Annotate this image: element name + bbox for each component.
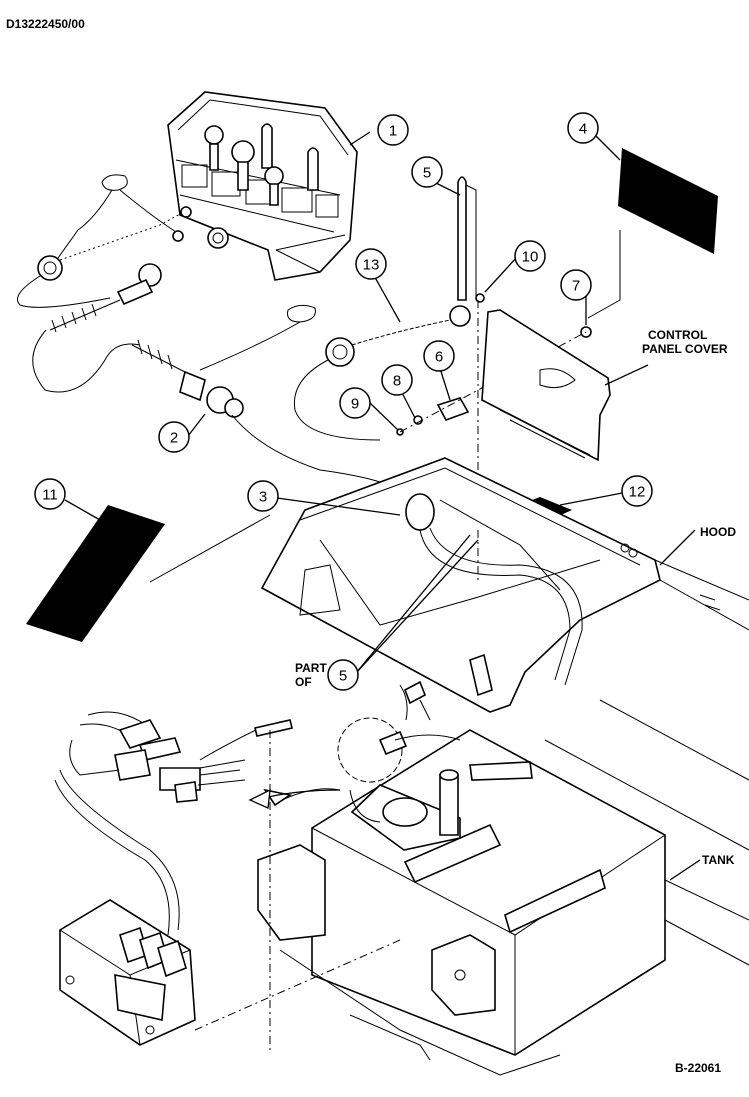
callout-13: 13 — [355, 248, 387, 280]
svg-text:5: 5 — [423, 165, 431, 182]
rod-5 — [457, 176, 477, 301]
svg-text:1: 1 — [389, 123, 397, 140]
label-part: PART — [295, 661, 327, 675]
decal-11 — [26, 505, 165, 642]
doc-code: D13222450/00 — [6, 17, 85, 31]
svg-text:6: 6 — [435, 349, 443, 366]
control-panel-cover — [481, 309, 611, 462]
callout-3: 3 — [247, 480, 279, 512]
wiring-harness — [54, 711, 341, 936]
callout-5a: 5 — [411, 156, 443, 188]
label-of: OF — [295, 675, 312, 689]
svg-text:9: 9 — [351, 396, 359, 413]
callout-12: 12 — [621, 475, 653, 507]
callout-10: 10 — [514, 240, 546, 272]
tank — [257, 699, 749, 1076]
svg-text:2: 2 — [170, 430, 178, 447]
svg-text:7: 7 — [572, 278, 580, 295]
arrow-shaft — [267, 789, 341, 798]
svg-text:3: 3 — [259, 489, 267, 506]
callout-8: 8 — [381, 364, 413, 396]
callout-9: 9 — [339, 387, 371, 419]
svg-text:10: 10 — [522, 249, 539, 266]
upper-cable-assembly — [17, 174, 181, 393]
callout-2: 2 — [158, 421, 190, 453]
decal-4 — [618, 148, 718, 254]
svg-text:13: 13 — [363, 257, 380, 274]
callout-1: 1 — [377, 114, 409, 146]
callout-5b: 5 — [327, 659, 359, 691]
hardware — [396, 293, 592, 540]
svg-text:12: 12 — [629, 484, 646, 501]
hose — [419, 527, 583, 697]
svg-text:5: 5 — [339, 668, 347, 685]
svg-text:11: 11 — [42, 487, 58, 504]
callout-6: 6 — [423, 340, 455, 372]
figure-code: B-22061 — [675, 1061, 721, 1075]
label-tank: TANK — [702, 853, 735, 867]
label-hood: HOOD — [700, 525, 736, 539]
fitting-detail — [337, 680, 461, 823]
svg-text:8: 8 — [393, 373, 401, 390]
callout-4: 4 — [567, 112, 599, 144]
label-panel-cover: PANEL COVER — [642, 342, 728, 356]
label-control: CONTROL — [648, 328, 707, 342]
relay-bracket — [59, 899, 401, 1046]
svg-text:4: 4 — [579, 121, 587, 138]
control-box — [167, 91, 358, 281]
arrow-head — [248, 788, 271, 809]
callout-11: 11 — [34, 478, 66, 510]
callout-7: 7 — [560, 269, 592, 301]
plug-cap-13 — [293, 305, 471, 441]
